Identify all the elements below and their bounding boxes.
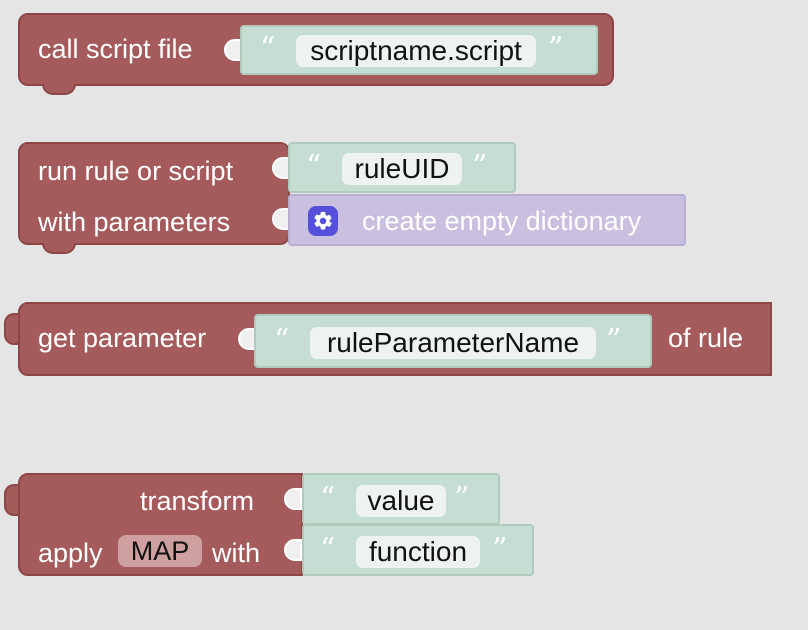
transform-label: transform bbox=[140, 486, 255, 516]
open-quote-icon: “ bbox=[260, 31, 276, 66]
transform-output-tab bbox=[4, 484, 18, 516]
value-field[interactable]: value bbox=[356, 485, 446, 517]
get-parameter-label: get parameter bbox=[38, 323, 207, 353]
open-quote-icon: “ bbox=[306, 149, 322, 184]
parameter-name-field[interactable]: ruleParameterName bbox=[310, 327, 596, 359]
create-empty-dictionary-block[interactable]: create empty dictionary bbox=[288, 194, 686, 246]
get-parameter-block[interactable]: get parameter “ ruleParameterName ” of r… bbox=[18, 302, 772, 376]
function-field[interactable]: function bbox=[356, 536, 480, 568]
run-rule-or-script-label: run rule or script bbox=[38, 156, 234, 186]
function-text-block[interactable]: “ function ” bbox=[302, 524, 534, 576]
create-empty-dictionary-label: create empty dictionary bbox=[362, 206, 642, 236]
open-quote-icon: “ bbox=[320, 532, 336, 567]
close-quote-icon: ” bbox=[492, 532, 508, 567]
with-parameters-label: with parameters bbox=[38, 207, 231, 237]
of-rule-label: of rule bbox=[668, 323, 744, 353]
close-quote-icon: ” bbox=[606, 323, 622, 358]
script-file-text-block[interactable]: “ scriptname.script ” bbox=[240, 25, 598, 75]
with-label: with bbox=[212, 538, 261, 568]
gear-icon[interactable] bbox=[308, 206, 338, 236]
call-script-file-label: call script file bbox=[38, 34, 193, 64]
function-input-notch bbox=[284, 539, 302, 561]
script-file-field[interactable]: scriptname.script bbox=[296, 35, 536, 67]
transform-block[interactable]: transform apply MAP with bbox=[18, 473, 303, 576]
open-quote-icon: “ bbox=[320, 481, 336, 516]
rule-uid-text-block[interactable]: “ ruleUID ” bbox=[288, 142, 516, 193]
close-quote-icon: ” bbox=[548, 31, 564, 66]
run-rule-or-script-block[interactable]: run rule or script with parameters bbox=[18, 142, 290, 254]
apply-label: apply bbox=[38, 538, 103, 568]
parameter-name-text-block[interactable]: “ ruleParameterName ” bbox=[254, 314, 652, 368]
close-quote-icon: ” bbox=[472, 149, 488, 184]
map-dropdown[interactable]: MAP bbox=[118, 535, 202, 567]
value-input-notch bbox=[284, 488, 302, 510]
get-parameter-output-tab bbox=[4, 313, 18, 345]
call-script-file-block[interactable]: call script file “ scriptname.script ” bbox=[18, 13, 614, 95]
value-text-block[interactable]: “ value ” bbox=[302, 473, 500, 525]
rule-uid-field[interactable]: ruleUID bbox=[342, 153, 462, 185]
open-quote-icon: “ bbox=[274, 323, 290, 358]
close-quote-icon: ” bbox=[454, 481, 470, 516]
